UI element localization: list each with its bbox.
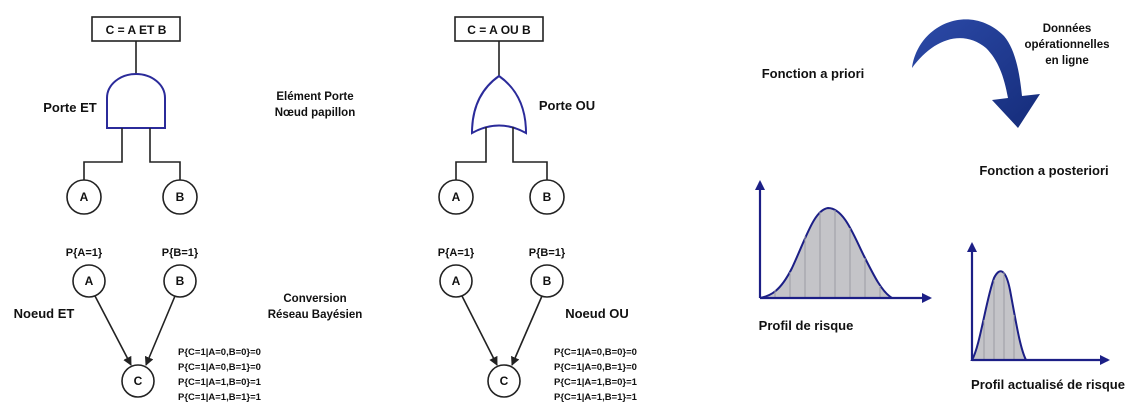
updated-risk-profile-label: Profil actualisé de risque [971, 377, 1125, 392]
or-input-a [438, 179, 474, 215]
or-input-b-label: B [543, 190, 552, 204]
or-gate-symbol [470, 74, 528, 135]
risk-profile-label: Profil de risque [759, 318, 854, 333]
or-input-a-label: A [452, 190, 461, 204]
and-gate-symbol [106, 73, 166, 129]
and-gate-section: C = A ET B Porte ET A B [43, 16, 198, 215]
posterior-curve-hatching [983, 272, 1015, 360]
posterior-distribution-plot [967, 242, 1110, 365]
prior-curve [759, 206, 896, 299]
or-node-c [487, 364, 521, 398]
or-prob-b: P{B=1} [529, 247, 566, 259]
conversion-label-line1: Conversion [283, 293, 346, 305]
and-input-a-label: A [80, 190, 89, 204]
prior-label: Fonction a priori [762, 66, 865, 81]
and-node-label: Noeud ET [14, 306, 75, 321]
or-node-b-label: B [543, 274, 552, 288]
or-node-a-label: A [452, 274, 461, 288]
posterior-label: Fonction a posteriori [979, 163, 1108, 178]
or-node-c-label: C [500, 374, 509, 388]
or-expression: C = A OU B [467, 23, 531, 37]
and-input-b [162, 179, 198, 215]
or-cpt-row: P{C=1|A=0,B=0}=0 [554, 347, 637, 358]
and-cpt-row: P{C=1|A=1,B=1}=1 [178, 392, 262, 403]
prior-distribution-plot [755, 180, 932, 303]
or-node-a [439, 264, 473, 298]
center-labels: Elément Porte Nœud papillon Conversion R… [268, 91, 363, 321]
and-node-a-label: A [85, 274, 94, 288]
or-cpt-row: P{C=1|A=0,B=1}=0 [554, 362, 637, 373]
and-node-section: P{A=1} P{B=1} A B C Noeud ET P{C=1|A=0,B… [14, 247, 262, 403]
bayes-update-section: Données opérationnelles en ligne Fonctio… [755, 19, 1125, 392]
and-node-c-label: C [134, 374, 143, 388]
and-cpt: P{C=1|A=0,B=0}=0 P{C=1|A=0,B=1}=0 P{C=1|… [178, 347, 262, 403]
update-arrow-icon [912, 19, 1040, 129]
and-node-a [72, 264, 106, 298]
or-node-label: Noeud OU [565, 306, 629, 321]
or-gate-section: C = A OU B Porte OU A B [438, 16, 595, 215]
data-label-line3: en ligne [1045, 55, 1088, 67]
and-gate-label: Porte ET [43, 100, 97, 115]
and-node-b-label: B [176, 274, 185, 288]
data-label-line1: Données [1043, 23, 1092, 35]
or-node-section: P{A=1} P{B=1} A B C Noeud OU P{C=1|A=0,B… [438, 247, 638, 403]
or-node-b [530, 264, 564, 298]
data-label-line2: opérationnelles [1025, 39, 1110, 51]
and-prob-a: P{A=1} [66, 247, 103, 259]
prior-curve-hatching [774, 210, 881, 298]
or-expression-box [454, 16, 544, 42]
and-node-c [121, 364, 155, 398]
posterior-curve [970, 270, 1028, 361]
or-cpt-row: P{C=1|A=1,B=0}=1 [554, 377, 638, 388]
conversion-label-line2: Réseau Bayésien [268, 309, 363, 321]
or-gate-label: Porte OU [539, 98, 595, 113]
or-input-b [529, 179, 565, 215]
or-cpt: P{C=1|A=0,B=0}=0 P{C=1|A=0,B=1}=0 P{C=1|… [554, 347, 638, 403]
or-prob-a: P{A=1} [438, 247, 475, 259]
element-label-line1: Elément Porte [276, 91, 353, 103]
and-cpt-row: P{C=1|A=1,B=0}=1 [178, 377, 262, 388]
and-input-b-label: B [176, 190, 185, 204]
or-cpt-row: P{C=1|A=1,B=1}=1 [554, 392, 638, 403]
and-cpt-row: P{C=1|A=0,B=0}=0 [178, 347, 261, 358]
and-node-b [163, 264, 197, 298]
and-expression: C = A ET B [106, 23, 167, 37]
element-label-line2: Nœud papillon [275, 107, 355, 119]
and-prob-b: P{B=1} [162, 247, 199, 259]
and-cpt-row: P{C=1|A=0,B=1}=0 [178, 362, 261, 373]
and-input-a [66, 179, 102, 215]
